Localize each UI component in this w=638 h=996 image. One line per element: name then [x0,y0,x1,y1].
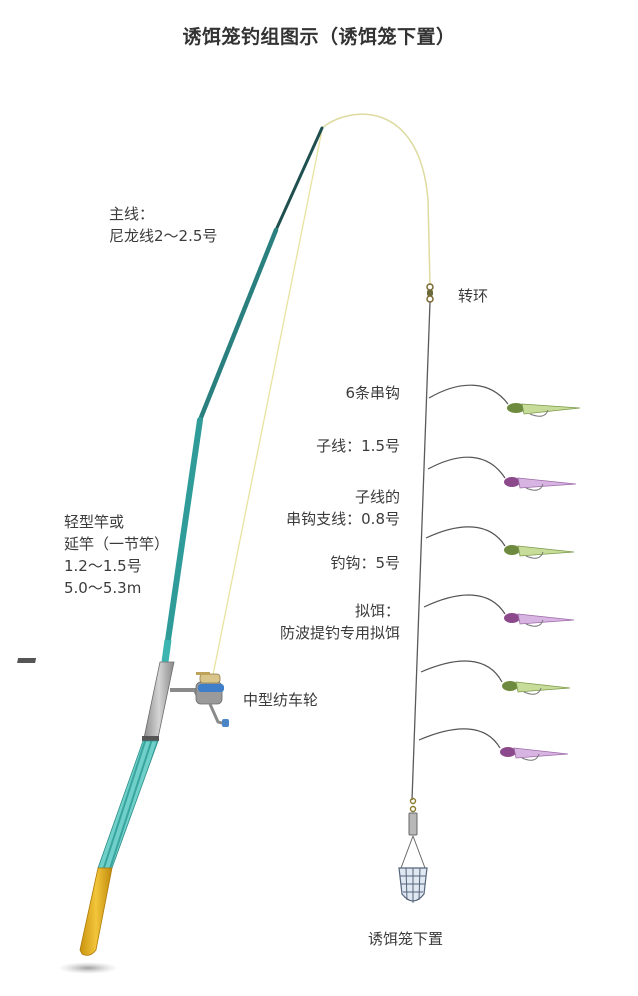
hook-label: 钓钩：5号 [330,554,400,572]
reel-line [211,129,323,681]
lure-4 [423,594,575,627]
swivel-label: 转环 [458,287,489,305]
lure-label-line1: 拟饵： [354,602,400,620]
diagram-title: 诱饵笼钓组图示（诱饵笼下置） [182,26,456,48]
rod-label-line2: 延竿（一节竿） [64,535,170,553]
rod-label: 轻型竿或 延竿（一节竿） 1.2～1.5号 5.0～5.3m [64,511,169,599]
rod-label-line3: 1.2～1.5号 [64,557,142,575]
branch-line-label-line1: 子线的 [354,488,400,506]
lure-2 [427,456,577,491]
rod-label-line1: 轻型竿或 [64,513,125,531]
lure-5 [420,660,571,695]
rod-grip [79,867,113,956]
main-line [321,113,431,286]
rod-handle [143,661,175,739]
leader-line [411,301,431,801]
cage-label: 诱饵笼下置 [368,930,444,948]
rod-lower [161,639,172,663]
reel-label: 中型纺车轮 [243,691,319,709]
reel-icon [170,672,229,727]
branch-line-label-line2: 串钩支线：0.8号 [286,510,400,528]
leader-label: 子线：1.5号 [316,437,400,455]
rod-shadow [58,962,118,974]
main-line-label-line2: 尼龙线2～2.5号 [109,227,218,245]
hooks-count-label: 6条串钩 [345,384,400,402]
main-line-label-line1: 主线： [109,205,155,223]
lure-6 [418,728,569,761]
rod-butt-wrap [97,740,159,869]
lure-3 [425,526,575,559]
rod-label-line4: 5.0～5.3m [64,579,142,597]
rod-tip [274,126,324,232]
branch-line-label: 子线的 串钩支线：0.8号 [286,486,400,530]
handle-ring-bottom [142,736,159,741]
lure-label-line2: 防波提钓专用拟饵 [279,624,400,642]
lure-1 [428,384,581,417]
rod-middle [165,417,203,643]
rod-upper [197,227,279,423]
swivel-icon [426,283,434,303]
bait-cage-icon [398,797,428,903]
handle-ring-top [17,658,37,663]
lure-label: 拟饵： 防波提钓专用拟饵 [280,600,400,644]
main-line-label: 主线： 尼龙线2～2.5号 [109,203,217,247]
